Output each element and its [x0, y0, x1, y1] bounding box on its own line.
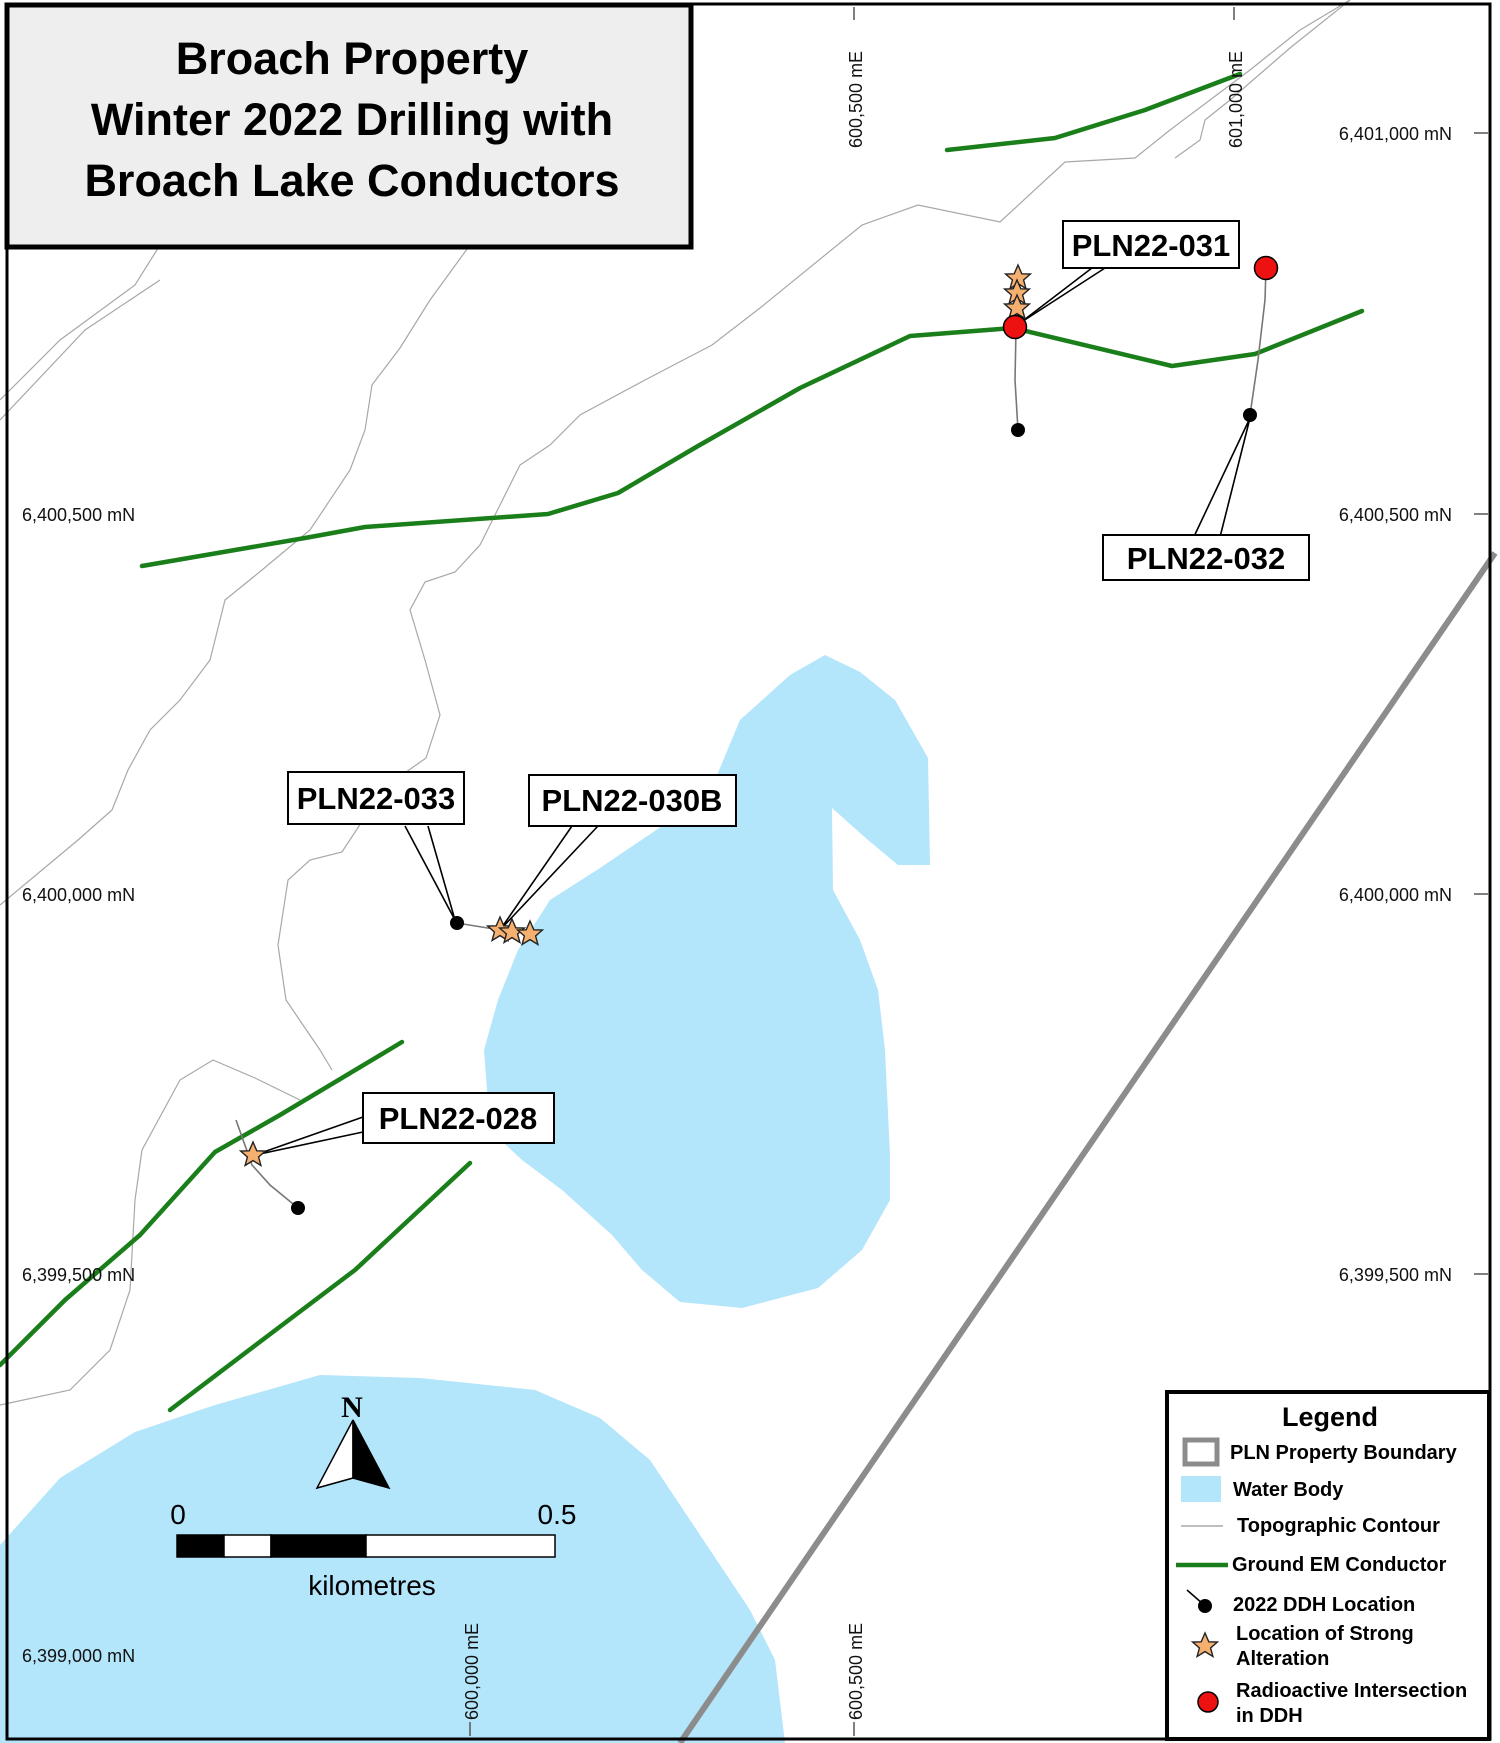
northing-label-left: 6,399,000 mN [22, 1646, 135, 1666]
legend-ddh-dot [1198, 1599, 1212, 1613]
scale-segment [365, 1534, 556, 1558]
drillhole-label: PLN22-033 [297, 781, 456, 816]
topographic-contour [1174, 0, 1351, 159]
radioactive-intersection-pln22-032 [1253, 255, 1279, 281]
legend: Legend PLN Property Boundary Water Body … [1165, 1390, 1491, 1741]
north-arrow-right-half [352, 1419, 391, 1490]
coordinate-grid [469, 7, 1488, 1736]
label-frame [362, 1092, 555, 1144]
south-water-body [0, 1375, 785, 1743]
scale-segment [176, 1534, 225, 1558]
leader-pln22-028 [254, 1116, 364, 1156]
topographic-contour [0, 244, 161, 401]
easting-label-top: 601,000 mE [1226, 51, 1246, 148]
drillhole-label: PLN22-028 [379, 1101, 538, 1136]
scale-start-label: 0 [170, 1499, 186, 1530]
northing-label-left: 6,400,500 mN [22, 505, 135, 525]
em-conductor-south-lower [167, 1160, 473, 1413]
drillhole-label: PLN22-032 [1127, 541, 1286, 576]
topographic-contours [0, 0, 1351, 1406]
northing-label-right: 6,400,500 mN [1339, 505, 1452, 525]
leader-pln22-033 [404, 825, 456, 921]
scale-segment [223, 1534, 272, 1558]
legend-symbol-property-boundary [1182, 1437, 1220, 1467]
topographic-contour [277, 0, 1351, 1071]
legend-label: Location of Strong [1236, 1623, 1414, 1645]
ddh-collar-pln22-028 [291, 1201, 305, 1215]
easting-label-bottom: 600,500 mE [846, 1623, 866, 1720]
label-frame [287, 771, 465, 825]
legend-label: PLN Property Boundary [1230, 1442, 1458, 1464]
north-arrow: N [315, 1391, 391, 1490]
legend-label-line2: Alteration [1236, 1648, 1329, 1670]
scale-bar: 0 0.5 kilometres [170, 1499, 576, 1601]
title-box: Broach Property Winter 2022 Drilling wit… [4, 2, 694, 250]
map-frame [5, 2, 1492, 1741]
title-line-3: Broach Lake Conductors [84, 155, 619, 206]
em-conductor-north-upper [944, 71, 1243, 153]
label-box-pln22-032[interactable]: PLN22-032 [1102, 534, 1310, 581]
label-box-pln22-030b[interactable]: PLN22-030B [528, 774, 737, 827]
label-frame [1102, 534, 1310, 581]
drillhole-label: PLN22-030B [542, 783, 723, 818]
ddh-collar-pln22-033 [450, 916, 464, 930]
legend-label: Topographic Contour [1237, 1515, 1440, 1537]
radioactive-markers [1002, 255, 1279, 340]
topographic-contour [0, 279, 161, 421]
drillhole-label: PLN22-031 [1072, 228, 1231, 263]
legend-symbol-radioactive-intersection [1197, 1691, 1219, 1713]
scale-segment [270, 1534, 367, 1558]
legend-label: Radioactive Intersection [1236, 1680, 1467, 1702]
em-conductor-north-main [139, 308, 1365, 569]
label-box-pln22-033[interactable]: PLN22-033 [287, 771, 465, 825]
ddh-collar-pln22-031 [1011, 423, 1025, 437]
ddh-locations [291, 408, 1257, 1215]
broach-lake-water-body [484, 655, 930, 1308]
water-bodies [0, 655, 930, 1743]
legend-title: Legend [1282, 1402, 1378, 1432]
northing-label-right: 6,401,000 mN [1339, 124, 1452, 144]
ddh-collar-pln22-032 [1243, 408, 1257, 422]
label-box-pln22-031[interactable]: PLN22-031 [1062, 220, 1240, 269]
scale-end-label: 0.5 [538, 1499, 577, 1530]
scale-unit-label: kilometres [308, 1570, 436, 1601]
legend-label: 2022 DDH Location [1233, 1594, 1415, 1616]
title-line-2: Winter 2022 Drilling with [91, 94, 613, 145]
topographic-contour [0, 1059, 301, 1406]
north-label: N [341, 1391, 363, 1424]
ddh-trace-pln22-032 [1249, 267, 1267, 416]
grid-labels: 600,500 mE 601,000 mE 600,000 mE 600,500… [22, 51, 1452, 1720]
northing-label-left: 6,399,500 mN [22, 1265, 135, 1285]
ddh-trace-pln22-028 [235, 1119, 299, 1209]
radioactive-intersection-pln22-031 [1002, 314, 1028, 340]
title-line-1: Broach Property [176, 33, 529, 84]
em-conductors [0, 71, 1365, 1413]
leader-pln22-032 [1189, 417, 1251, 546]
label-frame [1062, 220, 1240, 269]
em-conductor-south-upper [0, 1039, 405, 1368]
easting-label-top: 600,500 mE [846, 51, 866, 148]
northing-label-right: 6,400,000 mN [1339, 885, 1452, 905]
legend-symbol-water-body [1181, 1476, 1221, 1502]
easting-label-bottom: 600,000 mE [462, 1623, 482, 1720]
legend-label: Ground EM Conductor [1232, 1554, 1447, 1576]
topographic-contour [0, 244, 471, 906]
northing-label-right: 6,399,500 mN [1339, 1265, 1452, 1285]
northing-label-left: 6,400,000 mN [22, 885, 135, 905]
property-boundary-line [677, 551, 1498, 1743]
label-box-pln22-028[interactable]: PLN22-028 [362, 1092, 555, 1144]
legend-symbol-ddh-location [1186, 1589, 1212, 1613]
label-frame [528, 774, 737, 827]
drillhole-labels: PLN22-031 PLN22-032 PLN22-033 PLN22-030B… [287, 220, 1310, 1144]
legend-label-line2: in DDH [1236, 1705, 1303, 1727]
legend-label: Water Body [1233, 1479, 1344, 1501]
